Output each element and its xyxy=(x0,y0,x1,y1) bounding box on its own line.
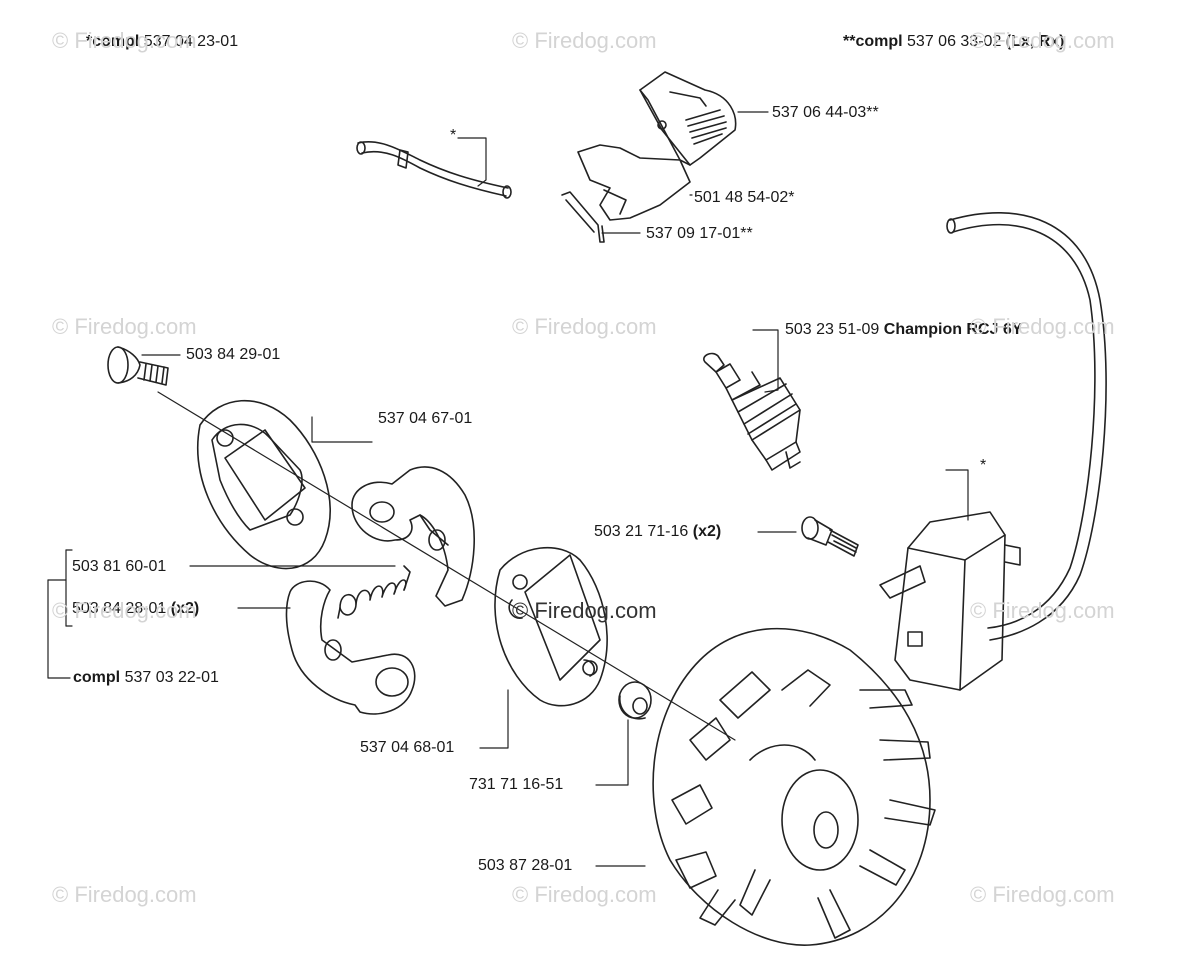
label-spark-plug: 503 23 51-09 Champion RCJ 6Y xyxy=(785,320,1022,340)
label-spark-plug-number: 503 23 51-09 xyxy=(785,321,880,338)
clutch-shoe-upper-drawing xyxy=(351,466,475,607)
clutch-plate-drawing xyxy=(196,399,331,570)
cover-drawing xyxy=(639,71,737,166)
label-clutch-plate-number: 537 04 67-01 xyxy=(378,410,473,427)
watermark: © Firedog.com xyxy=(512,598,657,623)
label-ignition: * xyxy=(980,456,986,476)
header-left: *compl 537 04 23-01 xyxy=(86,32,238,52)
header-left-number: 537 04 23-01 xyxy=(143,33,239,50)
label-spring: 503 81 60-01 xyxy=(72,557,166,577)
label-bracket-number: 501 48 54-02* xyxy=(694,189,795,206)
header-left-prefix: *compl xyxy=(86,33,140,50)
label-cover-number: 537 06 44-03** xyxy=(772,104,879,121)
label-flywheel: 503 87 28-01 xyxy=(478,856,572,876)
watermark: © Firedog.com xyxy=(52,882,197,907)
header-right-number: 537 06 33-02 xyxy=(907,33,1002,50)
label-clutch-kit-note: compl xyxy=(73,669,121,686)
watermark: © Firedog.com xyxy=(512,882,657,907)
label-clutch-kit-number: 537 03 22-01 xyxy=(124,669,219,686)
label-shoe: 503 84 28-01 (x2) xyxy=(72,599,199,619)
label-shoe-number: 503 84 28-01 xyxy=(72,600,167,617)
watermark: © Firedog.com xyxy=(970,882,1115,907)
watermark: © Firedog.com xyxy=(512,314,657,339)
washer-drawing xyxy=(618,681,652,720)
watermark: © Firedog.com xyxy=(52,314,197,339)
watermark: © Firedog.com xyxy=(512,28,657,53)
label-washer-number: 731 71 16-51 xyxy=(469,776,564,793)
bracket-drawing xyxy=(577,144,691,221)
label-coil-screw: 503 21 71-16 (x2) xyxy=(594,522,721,542)
header-right: **compl 537 06 33-02 (Lx, Rx) xyxy=(843,32,1064,52)
label-spark-plug-note: Champion RCJ 6Y xyxy=(883,321,1023,338)
label-tube: * xyxy=(450,126,456,146)
label-coil-screw-note: (x2) xyxy=(692,523,722,540)
wire-clip-drawing xyxy=(561,191,605,243)
watermark: © Firedog.com xyxy=(970,598,1115,623)
clutch-shoe-lower-drawing xyxy=(285,580,416,715)
watermark: © Firedog.com xyxy=(52,28,197,53)
watermark: © Firedog.com xyxy=(970,314,1115,339)
flywheel-drawing xyxy=(652,627,936,946)
tube-drawing xyxy=(356,141,512,199)
ignition-module-drawing xyxy=(879,511,1021,691)
label-cover: 537 06 44-03** xyxy=(772,103,879,123)
label-bracket: 501 48 54-02* xyxy=(694,188,795,208)
label-clutch-plate: 537 04 67-01 xyxy=(378,409,472,429)
label-tube-number: * xyxy=(450,127,457,144)
label-ignition-number: * xyxy=(980,457,987,474)
plate-2-drawing xyxy=(494,546,608,707)
label-plate-2: 537 04 68-01 xyxy=(360,738,454,758)
label-plate-2-number: 537 04 68-01 xyxy=(360,739,455,756)
label-screw-number: 503 84 29-01 xyxy=(186,346,281,363)
leader-lines xyxy=(47,111,969,867)
label-coil-screw-number: 503 21 71-16 xyxy=(594,523,689,540)
screw-drawing xyxy=(107,346,169,386)
ignition-wire-drawing xyxy=(946,212,1107,641)
spring-drawing xyxy=(337,565,411,619)
label-wire-clip-number: 537 09 17-01** xyxy=(646,225,753,242)
watermark: © Firedog.com xyxy=(970,28,1115,53)
watermark: © Firedog.com xyxy=(52,598,197,623)
header-right-suffix: (Lx, Rx) xyxy=(1005,33,1065,50)
spark-plug-drawing xyxy=(703,352,801,471)
label-wire-clip: 537 09 17-01** xyxy=(646,224,753,244)
label-clutch-kit: compl 537 03 22-01 xyxy=(73,668,219,688)
header-right-prefix: **compl xyxy=(843,33,903,50)
label-shoe-note: (x2) xyxy=(170,600,200,617)
label-washer: 731 71 16-51 xyxy=(469,775,563,795)
label-screw: 503 84 29-01 xyxy=(186,345,280,365)
label-flywheel-number: 503 87 28-01 xyxy=(478,857,573,874)
label-spring-number: 503 81 60-01 xyxy=(72,558,167,575)
coil-screw-drawing xyxy=(801,516,859,557)
